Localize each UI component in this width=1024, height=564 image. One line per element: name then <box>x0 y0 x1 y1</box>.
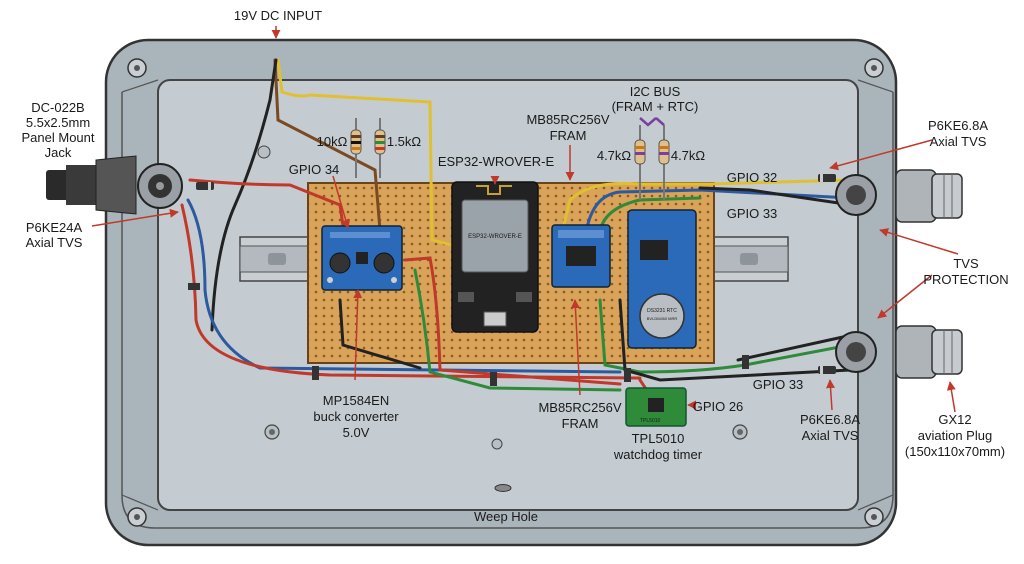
gpio33-top-label: GPIO 33 <box>727 206 778 221</box>
rtc-silkscreen-1: DS3231 RTC <box>647 308 677 314</box>
tvs68-bot-label-2: Axial TVS <box>802 428 859 443</box>
gx12-plug <box>895 169 963 379</box>
pullup-resistor-icon <box>634 117 670 200</box>
mp1584-label-3: 5.0V <box>343 425 370 440</box>
tvs-protection-label-1: TVS <box>953 256 979 271</box>
esp-silkscreen: ESP32-WROVER-E <box>468 234 522 240</box>
r4-7k-a-label: 4.7kΩ <box>597 148 632 163</box>
dc-input-label: 19V DC INPUT <box>234 8 322 23</box>
gx12-label-1: GX12 <box>938 412 971 427</box>
gx12-panel-connector <box>835 174 877 373</box>
tvs68-top-label-2: Axial TVS <box>930 134 987 149</box>
gpio32-label: GPIO 32 <box>727 170 778 185</box>
fram-bot-label-1: MB85RC256V <box>538 400 621 415</box>
cable-tie-icon <box>188 283 749 386</box>
weep-hole-label: Weep Hole <box>474 509 538 524</box>
gpio34-label: GPIO 34 <box>289 162 340 177</box>
i2c-label-2: (FRAM + RTC) <box>612 99 699 114</box>
tvs68-bot-label-1: P6KE6.8A <box>800 412 860 427</box>
esp32-label: ESP32-WROVER-E <box>438 154 555 169</box>
fram-top-label-2: FRAM <box>550 128 587 143</box>
annotation-arrows <box>91 26 959 413</box>
gx12-label-3: (150x110x70mm) <box>905 444 1005 459</box>
watchdog-module: TPL5010 <box>625 387 687 427</box>
r10k-label: 10kΩ <box>317 134 348 149</box>
rtc-module: DS3231 RTC BVLDMJ60 MRR <box>627 209 697 349</box>
tpl-silkscreen: TPL5010 <box>640 418 661 424</box>
tvs68-top-label-1: P6KE6.8A <box>928 118 988 133</box>
gpio33-bottom-label: GPIO 33 <box>753 377 804 392</box>
resistor-icon <box>350 118 386 178</box>
gx12-label-2: aviation Plug <box>918 428 992 443</box>
tvs-diode-icon <box>196 174 836 374</box>
screw-icon <box>127 58 884 527</box>
rtc-silkscreen-2: BVLDMJ60 MRR <box>647 316 678 321</box>
jack-label-1: DC-022B <box>31 100 84 115</box>
jack-label-3: Panel Mount <box>22 130 95 145</box>
jack-label-4: Jack <box>45 145 72 160</box>
labels: 19V DC INPUT DC-022B 5.5x2.5mm Panel Mou… <box>22 8 1009 524</box>
dc-jack <box>46 155 183 215</box>
standoff-icon <box>257 145 748 450</box>
r4-7k-b-label: 4.7kΩ <box>671 148 706 163</box>
tvs-protection-label-2: PROTECTION <box>923 272 1008 287</box>
mp1584-label-1: MP1584EN <box>323 393 389 408</box>
weep-hole-icon <box>494 484 512 492</box>
esp32-module: ESP32-WROVER-E <box>451 181 539 333</box>
fram-top-label-1: MB85RC256V <box>526 112 609 127</box>
buck-converter-module <box>321 225 403 291</box>
tpl-label-2: watchdog timer <box>613 447 703 462</box>
jack-label-2: 5.5x2.5mm <box>26 115 90 130</box>
tvs24-label-1: P6KE24A <box>26 220 83 235</box>
fram-module <box>551 224 611 288</box>
i2c-label-1: I2C BUS <box>630 84 681 99</box>
gpio26-label: GPIO 26 <box>693 399 744 414</box>
tvs24-label-2: Axial TVS <box>26 235 83 250</box>
mp1584-label-2: buck converter <box>313 409 399 424</box>
tpl-label-1: TPL5010 <box>632 431 685 446</box>
r1-5k-label: 1.5kΩ <box>387 134 422 149</box>
fram-bot-label-2: FRAM <box>562 416 599 431</box>
